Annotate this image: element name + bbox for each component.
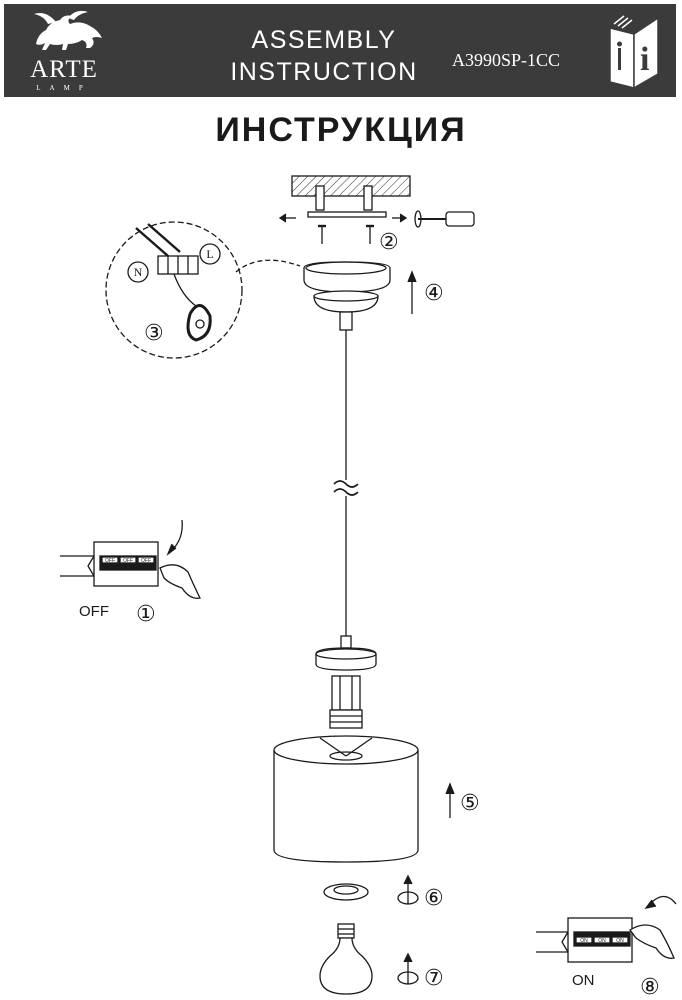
canopy-nipple (339, 311, 353, 331)
switch-on-cable (536, 931, 570, 953)
switch-on (536, 895, 677, 963)
canopy (303, 261, 391, 293)
header-title-line-2: INSTRUCTION (230, 58, 418, 86)
callout-connector (235, 259, 301, 273)
switch-on-mark-2: ON (598, 938, 606, 944)
switch-off-mark-2: OFF (123, 558, 133, 564)
off-label: OFF (79, 603, 109, 620)
switch-off (60, 519, 201, 599)
live-label: L (206, 247, 213, 261)
step-6-number: ⑥ (424, 886, 444, 911)
step-3-number: ③ (144, 321, 164, 346)
griffin-logo-icon (34, 10, 102, 50)
step-2-number: ② (379, 230, 399, 255)
step-7-number: ⑦ (424, 966, 444, 991)
bulb-base (337, 923, 355, 939)
switch-off-mark-1: OFF (105, 558, 115, 564)
live-marker (199, 243, 221, 265)
switch-off-mark-3: OFF (141, 558, 151, 564)
hand-on (629, 924, 675, 959)
screwdriver-icon (414, 210, 475, 228)
neutral-label: N (134, 265, 143, 279)
model-number: A3990SP-1CC (452, 50, 561, 70)
anchor-right (363, 185, 373, 211)
brand-subtitle: LAMP (36, 84, 92, 92)
switch-on-mark-3: ON (616, 938, 624, 944)
cable-break (333, 480, 359, 488)
step-5-number: ⑤ (460, 791, 480, 816)
lamp-shade (273, 750, 419, 863)
anchor-left (315, 185, 325, 211)
lampholder-thread (329, 709, 363, 729)
brand-logo: ARTE LAMP (16, 8, 112, 94)
ground-wire (173, 273, 197, 307)
hand-off (159, 564, 201, 599)
cord-grip (340, 635, 352, 649)
on-label: ON (572, 972, 595, 989)
step-4-number: ④ (424, 281, 444, 306)
ceiling-hatch (291, 175, 411, 197)
header-bar: ARTE LAMP ASSEMBLY INSTRUCTION A3990SP-1… (4, 4, 676, 97)
mounting-bar (307, 211, 387, 218)
light-bulb (319, 937, 373, 995)
step-1-number: ① (136, 602, 156, 627)
neutral-marker (127, 261, 149, 283)
header-title-line-1: ASSEMBLY (251, 26, 397, 54)
wiring-callout (105, 221, 243, 359)
page-title: ИНСТРУКЦИЯ (215, 111, 467, 149)
svg-text:i: i (640, 41, 649, 78)
manual-info-icon: i (609, 15, 659, 90)
ground-wire-loop (186, 304, 212, 342)
switch-on-mark-1: ON (580, 938, 588, 944)
brand-name: ARTE (30, 56, 98, 83)
lampholder (331, 675, 361, 711)
switch-off-cable (60, 555, 96, 577)
step-8-number: ⑧ (640, 975, 660, 1000)
